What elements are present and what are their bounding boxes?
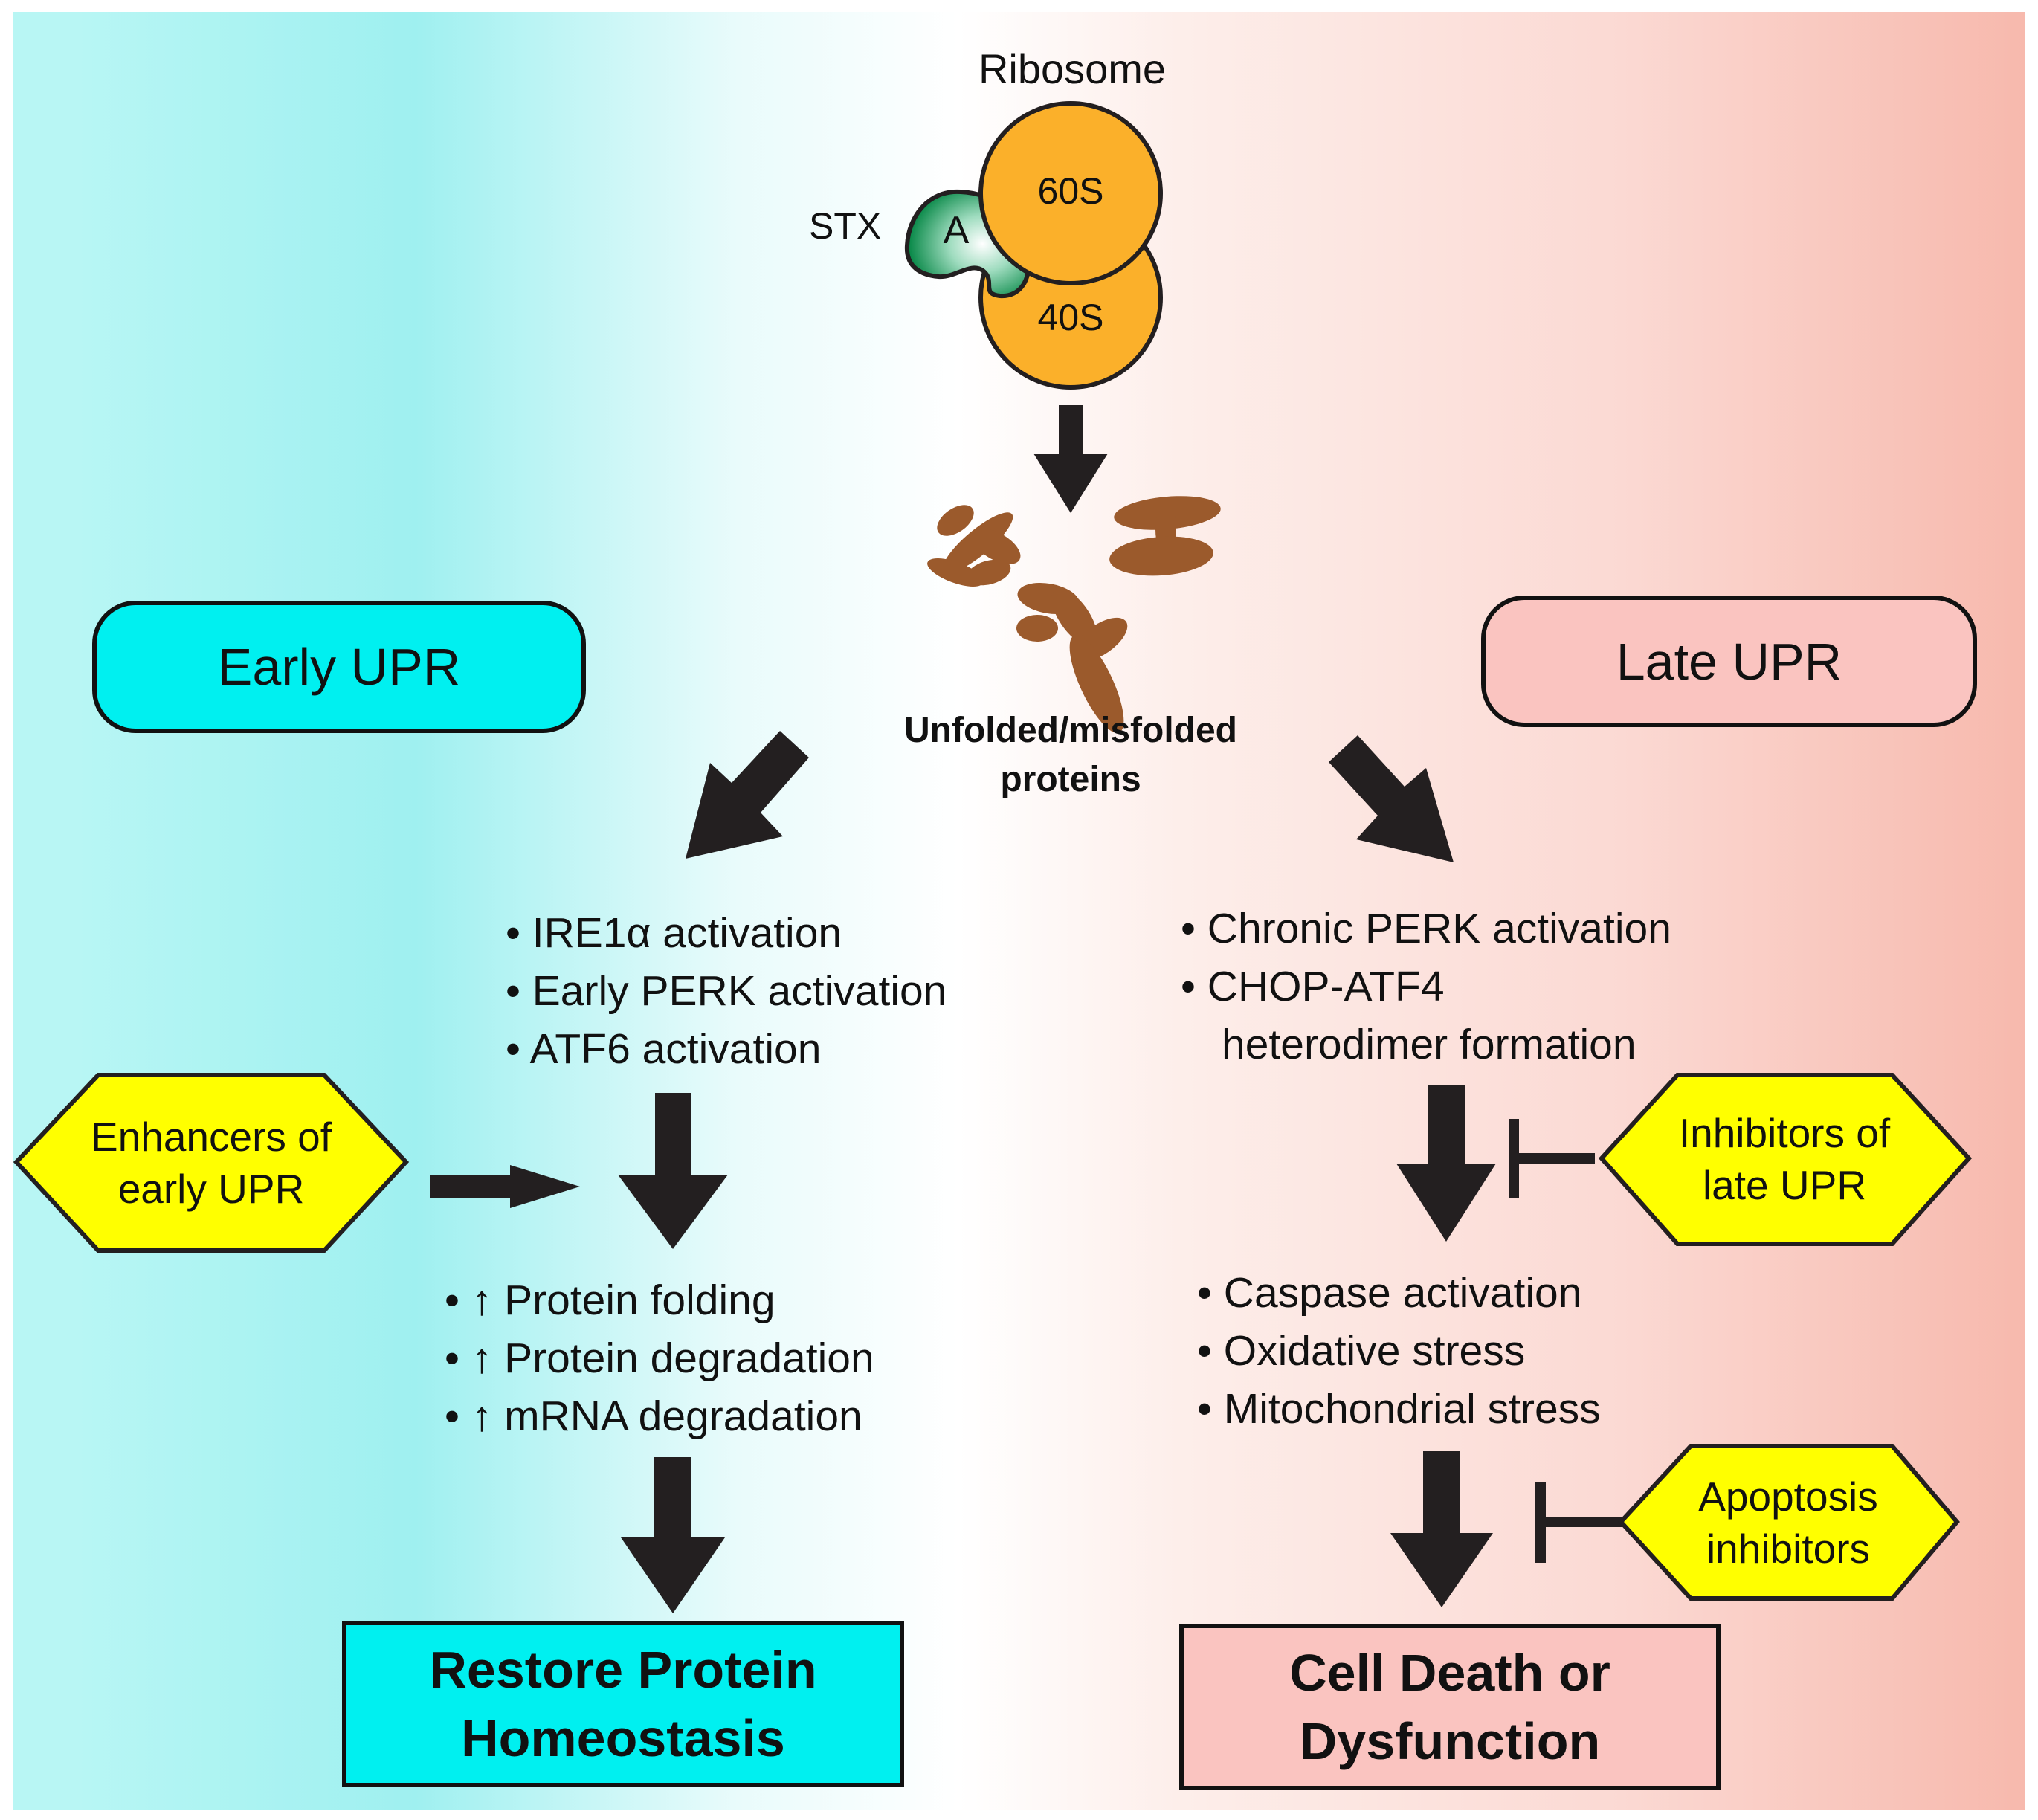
apoptosis-inhibitor-label: Apoptosis inhibitors [1698, 1474, 1878, 1572]
cell-death-box: Cell Death or Dysfunction [1179, 1624, 1721, 1790]
arrow-enhancer-to-early [430, 1165, 580, 1208]
toxin-label: STX [809, 205, 882, 247]
list-item: • ↑ Protein folding [445, 1277, 775, 1324]
early-activation-list: • IRE1α activation • Early PERK activati… [506, 904, 947, 1078]
inhibitor-hexagon [1598, 1073, 1973, 1246]
arrow-ribosome-to-proteins [1033, 405, 1108, 513]
list-item: heterodimer formation [1222, 1021, 1636, 1068]
restore-homeostasis-box: Restore Protein Homeostasis [342, 1621, 904, 1787]
late-upr-header: Late UPR [1481, 596, 1977, 727]
large-subunit-label: 60S [1037, 170, 1104, 212]
list-item: • ↑ mRNA degradation [445, 1393, 862, 1440]
arrow-late-effects-to-outcome [1390, 1451, 1493, 1607]
enhancer-label: Enhancers of early UPR [90, 1114, 332, 1212]
late-effects-list: • Caspase activation • Oxidative stress … [1197, 1264, 1601, 1438]
early-upr-header: Early UPR [92, 601, 586, 733]
list-item: • ATF6 activation [506, 1025, 822, 1073]
unfolded-proteins-icon [927, 496, 1221, 733]
arrow-early-effects-to-outcome [621, 1457, 725, 1613]
apoptosis-hexagon [1617, 1444, 1960, 1601]
ribosome-title: Ribosome [978, 45, 1167, 92]
list-item: • Early PERK activation [506, 967, 947, 1015]
early-effects-list: • ↑ Protein folding • ↑ Protein degradat… [445, 1271, 874, 1445]
ribosome-icon [904, 101, 1163, 390]
inhibitor-label: Inhibitors of late UPR [1678, 1110, 1891, 1208]
inhibit-apoptosis-bar [1535, 1482, 1625, 1563]
list-item: • IRE1α activation [506, 909, 842, 957]
unfolded-proteins-label: Unfolded/misfolded proteins [904, 711, 1237, 799]
toxin-subunit-label: A [943, 209, 970, 252]
arrow-early-activation-to-effects [618, 1093, 728, 1249]
enhancer-hexagon [13, 1073, 410, 1253]
list-item: • Oxidative stress [1197, 1327, 1526, 1375]
arrow-to-early-upr [686, 731, 809, 859]
list-item: • Caspase activation [1197, 1269, 1582, 1317]
arrow-late-activation-to-effects [1396, 1085, 1496, 1242]
list-item: • CHOP-ATF4 [1181, 963, 1445, 1010]
small-subunit-label: 40S [1037, 297, 1104, 338]
list-item: • Mitochondrial stress [1197, 1385, 1601, 1433]
late-activation-list: • Chronic PERK activation • CHOP-ATF4 he… [1181, 900, 1671, 1074]
list-item: • ↑ Protein degradation [445, 1335, 874, 1382]
inhibit-late-upr-bar [1509, 1119, 1595, 1198]
arrow-to-late-upr [1329, 735, 1454, 862]
list-item: • Chronic PERK activation [1181, 905, 1671, 952]
large-subunit-shape [978, 101, 1163, 285]
